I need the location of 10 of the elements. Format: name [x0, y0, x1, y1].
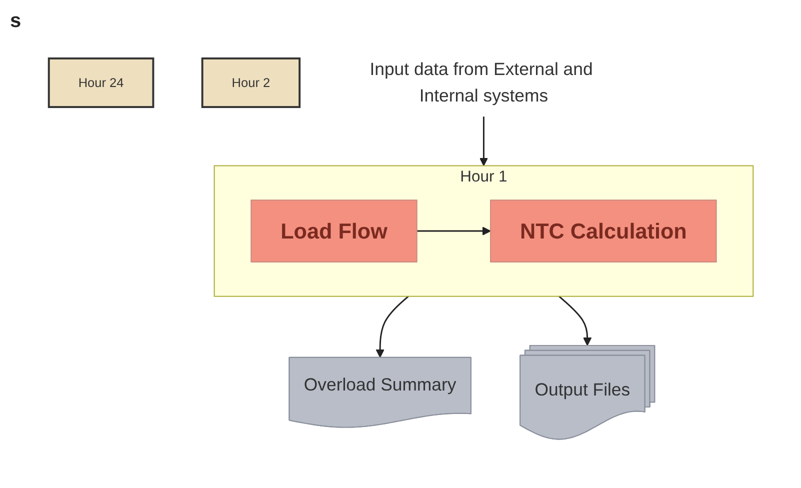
- node-box: Load Flow: [250, 200, 417, 262]
- arrow: [375, 296, 408, 358]
- node-box: NTC Calculation: [490, 200, 716, 262]
- arrow: [558, 296, 592, 346]
- node-box: Hour 24: [47, 57, 154, 108]
- arrow: [478, 116, 488, 166]
- panel-mark: s: [10, 10, 22, 33]
- arrow: [416, 226, 490, 236]
- node-box: Hour 2: [200, 57, 300, 108]
- node-text: Input data from External and Internal systems: [369, 59, 592, 106]
